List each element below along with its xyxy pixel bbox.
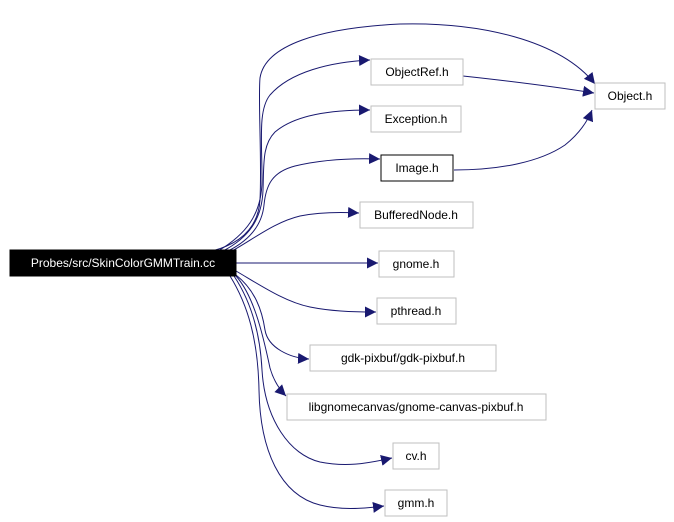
node-label: Image.h — [395, 161, 438, 175]
node-objectref[interactable]: ObjectRef.h — [370, 58, 464, 86]
node-label: BufferedNode.h — [374, 208, 458, 222]
edge-root-to-gnomecanvas — [235, 275, 287, 397]
node-label: Probes/src/SkinColorGMMTrain.cc — [31, 256, 215, 270]
node-root[interactable]: Probes/src/SkinColorGMMTrain.cc — [9, 249, 237, 277]
edge-root-to-object — [211, 23, 596, 252]
edge-root-to-exception — [222, 104, 371, 252]
edge-root-to-bufferednode — [231, 206, 360, 252]
node-label: gdk-pixbuf/gdk-pixbuf.h — [341, 351, 465, 365]
edge-image-to-object — [453, 109, 594, 171]
node-image[interactable]: Image.h — [380, 154, 454, 182]
node-label: pthread.h — [391, 304, 442, 318]
edge-objectref-to-object — [462, 75, 595, 97]
edge-root-to-gmm — [229, 275, 385, 513]
node-bufferednode[interactable]: BufferedNode.h — [359, 201, 474, 229]
node-label: Exception.h — [385, 112, 448, 126]
node-pthread[interactable]: pthread.h — [376, 297, 457, 325]
node-object[interactable]: Object.h — [594, 82, 666, 110]
node-label: ObjectRef.h — [385, 65, 448, 79]
node-exception[interactable]: Exception.h — [370, 105, 462, 133]
edge-root-to-cv — [233, 275, 393, 466]
node-label: gmm.h — [398, 496, 435, 510]
node-label: gnome.h — [393, 257, 440, 271]
node-gnomecanvas[interactable]: libgnomecanvas/gnome-canvas-pixbuf.h — [286, 393, 547, 421]
node-gdkpixbuf[interactable]: gdk-pixbuf/gdk-pixbuf.h — [309, 344, 497, 372]
node-label: Object.h — [608, 89, 653, 103]
nodes-group: Probes/src/SkinColorGMMTrain.cc ObjectRe… — [9, 58, 666, 517]
edges-group — [211, 23, 596, 513]
edge-root-to-pthread — [235, 270, 377, 318]
node-label: libgnomecanvas/gnome-canvas-pixbuf.h — [309, 400, 524, 414]
node-gnome[interactable]: gnome.h — [378, 250, 455, 278]
edge-root-to-objectref — [217, 55, 371, 252]
edge-root-to-image — [227, 153, 381, 252]
node-gmm[interactable]: gmm.h — [384, 489, 448, 517]
edge-root-to-gdkpixbuf — [235, 274, 310, 364]
node-label: cv.h — [405, 449, 426, 463]
node-cv[interactable]: cv.h — [392, 442, 440, 470]
